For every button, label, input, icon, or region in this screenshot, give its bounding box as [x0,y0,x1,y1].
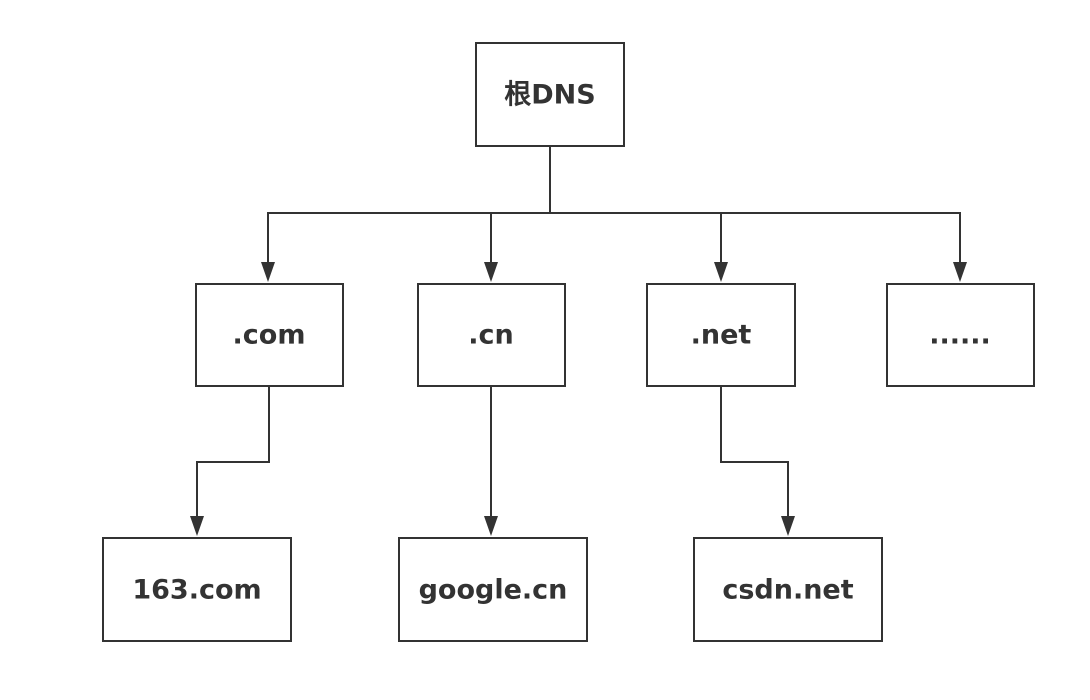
arrowhead-more [953,262,967,282]
node-csdn-net-label: csdn.net [722,575,853,606]
node-google-cn-label: google.cn [419,575,568,606]
node-more-label: ...... [929,320,991,351]
node-163-com: 163.com [102,537,292,642]
node-net-label: .net [691,320,752,351]
node-root-dns: 根DNS [475,42,625,147]
node-google-cn: google.cn [398,537,588,642]
edge-root-com [267,147,551,266]
edge-net-csdn [720,387,789,520]
edge-root-cn [490,212,550,266]
node-com: .com [195,283,344,387]
arrowhead-csdn [781,516,795,536]
node-net: .net [646,283,796,387]
node-root-dns-label: 根DNS [504,80,595,111]
arrowhead-google [484,516,498,536]
node-163-com-label: 163.com [132,575,261,606]
node-cn-label: .cn [468,320,513,351]
node-csdn-net: csdn.net [693,537,883,642]
arrowhead-163 [190,516,204,536]
edge-com-163 [196,387,270,520]
arrowhead-com [261,262,275,282]
arrowhead-net [714,262,728,282]
node-more: ...... [886,283,1035,387]
edge-root-net [550,212,722,266]
node-com-label: .com [233,320,306,351]
edge-root-more [550,212,961,266]
node-cn: .cn [417,283,566,387]
arrowhead-cn [484,262,498,282]
